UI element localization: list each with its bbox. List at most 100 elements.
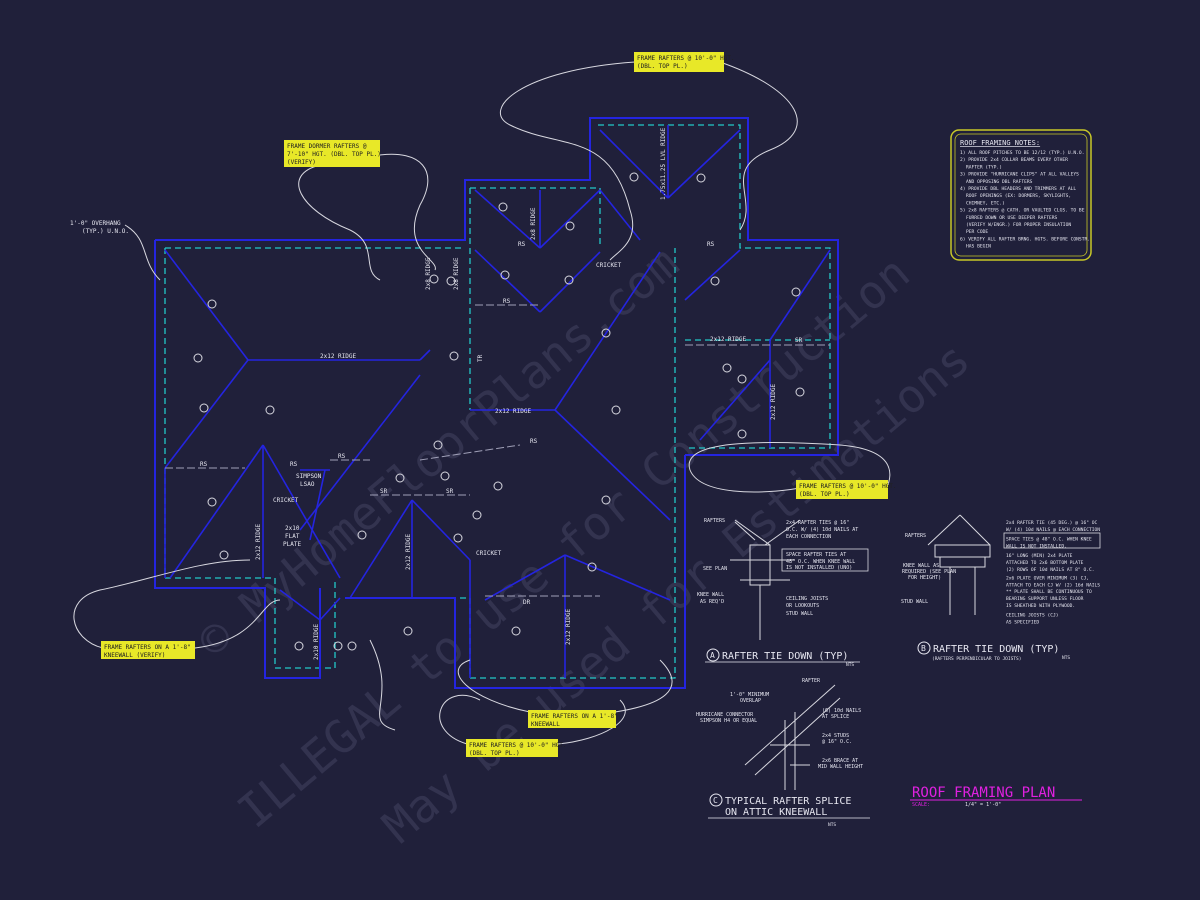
cricket-label-2: CRICKET	[273, 497, 299, 504]
detail-b-title: RAFTER TIE DOWN (TYP)	[933, 644, 1059, 655]
ridge-right-label: 2x12 RIDGE	[710, 336, 747, 343]
callout-kneewall-left: FRAME RAFTERS ON A 1'-8" KNEEWALL (VERIF…	[101, 641, 195, 659]
detail-c-hurricane-2: SIMPSON H4 OR EQUAL	[700, 718, 757, 724]
ridge-lvl-label: 1.75x11.25 LVL RIDGE	[660, 127, 667, 200]
callouts: FRAME RAFTERS @ 10'-0" HGT. (DBL. TOP PL…	[101, 52, 897, 757]
ridge-center-label: 2x12 RIDGE	[495, 408, 532, 415]
detail-b-notes: 2x4 RAFTER TIE (45 DEG.) @ 16" OCW/ (4) …	[1006, 520, 1100, 625]
watermark: © MyHomeFloorPlans.com ILLEGAL to use fo…	[187, 235, 980, 853]
title-scale-label: SCALE:	[912, 802, 930, 808]
ridge-small2-label: 2x8 RIDGE	[453, 257, 460, 290]
overhang-label-1: 1'-0" OVERHANG	[70, 220, 121, 227]
detail-b-knee-wall: KNEE WALL AS	[903, 563, 939, 569]
detail-a-lookouts: OR LOOKOUTS	[786, 603, 819, 609]
callout-dormer-line1: FRAME DORMER RAFTERS @	[287, 143, 367, 150]
detail-a-note4: SPACE RAFTER TIES AT	[786, 552, 846, 558]
ridge-dormer-label: 2x8 RIDGE	[530, 207, 537, 240]
detail-b-note-line: ATTACH TO EACH CJ W/ (2) 16d NAILS	[1006, 582, 1100, 588]
detail-b-required: REQUIRED (SEE PLAN	[902, 569, 956, 575]
ridge-support-lines	[165, 304, 830, 597]
detail-b-note-line: (2) ROWS OF 10d NAILS AT 8" O.C.	[1006, 567, 1095, 573]
ridge-vert5-label: 2x12 RIDGE	[565, 608, 572, 645]
callout-dormer-line3: (VERIFY)	[287, 159, 316, 166]
callout-top-line2: (DBL. TOP PL.)	[637, 63, 688, 70]
rs-label-3: RS	[338, 453, 346, 460]
note-line: (VERIFY W/ENGR.) FOR PROPER INSULATION	[966, 222, 1071, 228]
rafter-symbols	[193, 172, 805, 651]
note-line: PER CODE	[966, 229, 988, 235]
note-line: 2) PROVIDE 2x4 COLLAR BEAMS EVERY OTHER	[960, 157, 1068, 163]
cricket-label-3: CRICKET	[476, 550, 502, 557]
detail-b-subtitle: (RAFTERS PERPENDICULAR TO JOISTS)	[932, 656, 1021, 662]
detail-b-note-line: SPACE TIES @ 48" O.C. WHEN KNEE	[1006, 537, 1092, 543]
detail-a-as-reqd: AS REQ'D	[700, 599, 724, 605]
detail-a-note6: IS NOT INSTALLED (UNO)	[786, 565, 852, 571]
detail-c-min-overlap-2: OVERLAP	[740, 698, 761, 704]
note-line: CHIMNEY, ETC.)	[966, 200, 1005, 206]
notes-list: 1) ALL ROOF PITCHES TO BE 12/12 (TYP.) U…	[960, 150, 1090, 250]
detail-c-title-1: TYPICAL RAFTER SPLICE	[725, 796, 851, 807]
flat-plate-label-1: 2x10	[285, 525, 300, 532]
detail-c-rafter: RAFTER	[802, 678, 821, 684]
detail-a-rafters: RAFTERS	[704, 518, 725, 524]
detail-a-note1: 2x4 RAFTER TIES @ 16"	[786, 520, 849, 526]
detail-a-note2: O.C. W/ (4) 10d NAILS AT	[786, 527, 858, 533]
detail-c-brace-2: MID WALL HEIGHT	[818, 764, 863, 770]
plan-labels: 1'-0" OVERHANG (TYP.) U.N.O. 2x12 RIDGE …	[70, 127, 803, 660]
callout-kneewall-left-line2: KNEEWALL (VERIFY)	[104, 652, 165, 659]
notes-heading: ROOF FRAMING NOTES:	[960, 139, 1040, 147]
note-line: 5) 2x8 RAFTERS @ CATH. OR VAULTED CLGS. …	[960, 208, 1085, 214]
detail-c-nails-1: (6) 10d NAILS	[822, 708, 861, 714]
ridge-vert3-label: 2x12 RIDGE	[405, 533, 412, 570]
detail-a-see-plan: SEE PLAN	[703, 566, 727, 572]
detail-b-note-line: ** PLATE SHALL BE CONTINUOUS TO	[1006, 589, 1092, 595]
ridge-small-label: 2x8 RIDGE	[425, 257, 432, 290]
sr-label-3: SR	[795, 337, 803, 344]
rs-label-4: RS	[530, 438, 538, 445]
detail-a-title: RAFTER TIE DOWN (TYP)	[722, 651, 848, 662]
roof-framing-notes: ROOF FRAMING NOTES: 1) ALL ROOF PITCHES …	[950, 129, 1092, 261]
tr-label: TR	[477, 354, 484, 362]
rs-label-2: RS	[290, 461, 298, 468]
flat-plate-label-2: FLAT	[285, 533, 300, 540]
detail-c-studs-2: @ 16" O.C.	[822, 739, 852, 745]
flat-plate-label-3: PLATE	[283, 541, 301, 548]
detail-b: RAFTERS KNEE WALL AS REQUIRED (SEE PLAN …	[901, 514, 1101, 662]
detail-a-stud-wall: STUD WALL	[786, 611, 813, 617]
note-line: 4) PROVIDE DBL HEADERS AND TRIMMERS AT A…	[960, 186, 1076, 192]
detail-c-studs-1: 2x4 STUDS	[822, 733, 849, 739]
callout-dormer: FRAME DORMER RAFTERS @ 7'-10" HGT. (DBL.…	[284, 140, 381, 167]
rs-label-6: RS	[518, 241, 526, 248]
detail-c-nts: NTS	[828, 822, 836, 828]
note-line: 6) VERIFY ALL RAFTER BRNG. HGTS. BEFORE …	[960, 236, 1090, 242]
callout-right: FRAME RAFTERS @ 10'-0" HGT. (DBL. TOP PL…	[796, 480, 897, 499]
note-line: 3) PROVIDE "HURRICANE CLIPS" AT ALL VALL…	[960, 172, 1079, 178]
leader-lines	[73, 61, 891, 745]
note-line: 1) ALL ROOF PITCHES TO BE 12/12 (TYP.) U…	[960, 150, 1084, 156]
detail-b-note-line: CEILING JOISTS (CJ)	[1006, 613, 1059, 619]
ridge-main-label: 2x12 RIDGE	[320, 353, 357, 360]
detail-b-note-line: WALL IS NOT INSTALLED.	[1006, 543, 1067, 549]
roof-lines	[164, 125, 831, 678]
detail-c-nails-2: AT SPLICE	[822, 714, 849, 720]
detail-c-letter: C	[713, 796, 718, 805]
detail-c-min-overlap-1: 1'-0" MINIMUM	[730, 692, 769, 698]
detail-c-title-2: ON ATTIC KNEEWALL	[725, 807, 827, 818]
callout-kneewall-bottom-line1: FRAME RAFTERS ON A 1'-8"	[531, 713, 618, 720]
callout-top: FRAME RAFTERS @ 10'-0" HGT. (DBL. TOP PL…	[634, 52, 735, 72]
detail-b-rafters: RAFTERS	[905, 533, 926, 539]
detail-b-note-line: IS SHEATHED WITH PLYWOOD.	[1006, 603, 1075, 609]
detail-b-letter: B	[921, 644, 926, 653]
note-line: RAFTER (TYP.)	[966, 164, 1002, 170]
callout-right-line2: (DBL. TOP PL.)	[799, 491, 850, 498]
ridge-vert1-label: 2x12 RIDGE	[770, 383, 777, 420]
detail-c-hurricane-1: HURRICANE CONNECTOR	[696, 712, 754, 718]
title-scale-value: 1/4" = 1'-0"	[965, 802, 1001, 808]
callout-top-line1: FRAME RAFTERS @ 10'-0" HGT.	[637, 55, 735, 62]
detail-b-note-line: 16" LONG (MIN) 2x4 PLATE	[1006, 553, 1073, 559]
note-line: AND OPPOSING DBL RAFTERS	[966, 179, 1033, 185]
detail-c-brace-1: 2x6 BRACE AT	[822, 758, 858, 764]
detail-a-note5: 48" O.C. WHEN KNEE WALL	[786, 559, 855, 565]
note-line: HAS BEGIN	[966, 244, 991, 250]
